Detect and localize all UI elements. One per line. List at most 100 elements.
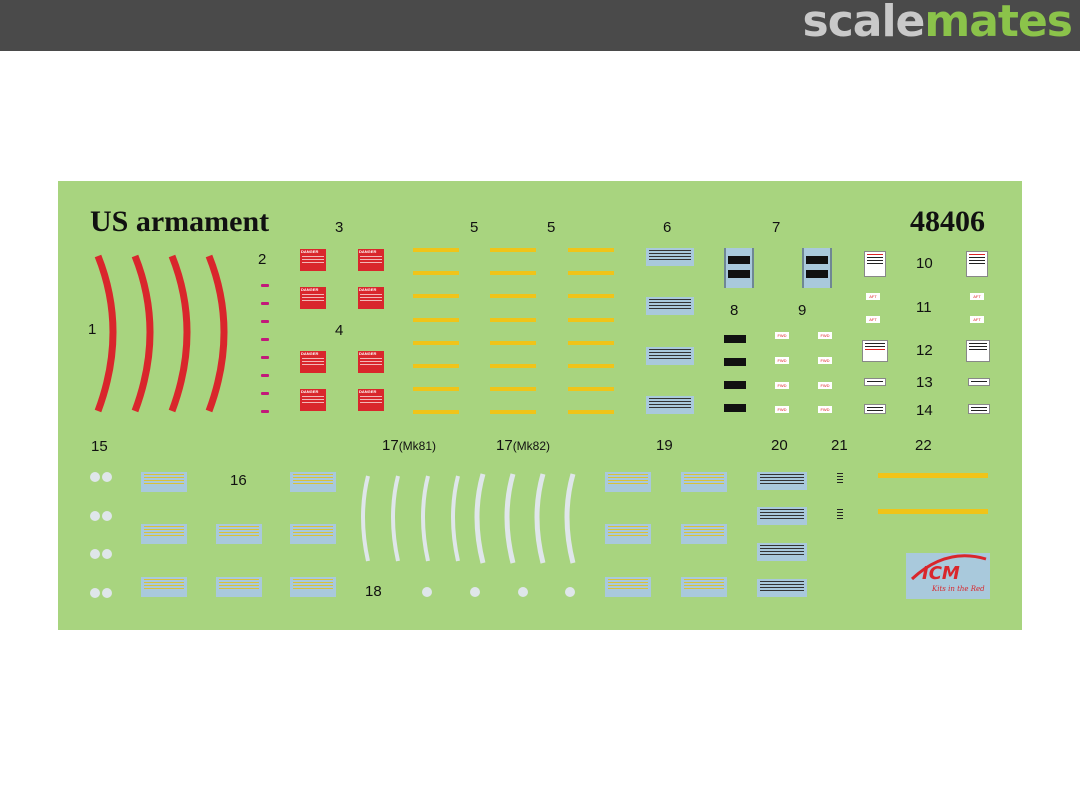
aft-tag: AFT bbox=[866, 316, 880, 323]
gray-band bbox=[451, 475, 460, 562]
text-placard bbox=[757, 472, 807, 490]
yellow-band bbox=[490, 248, 536, 252]
label-2: 2 bbox=[258, 251, 267, 268]
stencil-placard bbox=[605, 524, 651, 544]
label-10: 10 bbox=[916, 255, 933, 272]
label-6: 6 bbox=[663, 219, 672, 236]
label-5b: 5 bbox=[547, 219, 556, 236]
danger-placard: DANGER bbox=[358, 351, 384, 373]
black-stripe bbox=[724, 381, 746, 389]
round-decal bbox=[102, 511, 112, 521]
yellow-band bbox=[413, 387, 459, 392]
aft-tag: AFT bbox=[970, 316, 984, 323]
black-stripe bbox=[724, 335, 746, 343]
yellow-band bbox=[413, 271, 459, 276]
text-placard bbox=[646, 248, 694, 266]
scalemates-logo[interactable]: scalemates bbox=[802, 0, 1073, 47]
pink-tick bbox=[261, 302, 269, 305]
red-stripe bbox=[131, 254, 154, 413]
round-decal bbox=[422, 587, 432, 597]
mini-placard bbox=[862, 340, 888, 362]
red-stripe bbox=[205, 254, 228, 413]
red-stripe bbox=[168, 254, 191, 413]
text-placard bbox=[757, 543, 807, 561]
stencil-placard bbox=[141, 472, 187, 492]
mini-placard bbox=[966, 340, 990, 362]
round-decal bbox=[470, 587, 480, 597]
decal-sheet: US armament 48406 1 2 3 4 5 5 6 7 8 9 10… bbox=[58, 181, 1022, 630]
mini-placard bbox=[968, 378, 990, 386]
danger-placard: DANGER bbox=[300, 351, 326, 373]
black-stripe bbox=[724, 358, 746, 366]
pink-tick bbox=[261, 374, 269, 377]
yellow-band bbox=[490, 294, 536, 299]
pink-tick bbox=[261, 410, 269, 413]
label-15: 15 bbox=[91, 438, 108, 455]
label-11: 11 bbox=[916, 299, 932, 316]
round-decal bbox=[102, 588, 112, 598]
tiny-stencil bbox=[835, 471, 845, 489]
text-placard bbox=[646, 396, 694, 414]
red-stripe-decals bbox=[94, 254, 228, 413]
pink-tick bbox=[261, 392, 269, 395]
label-1: 1 bbox=[88, 321, 97, 338]
pink-tick bbox=[261, 338, 269, 341]
header-bar: scalemates bbox=[0, 0, 1080, 51]
pink-tick bbox=[261, 356, 269, 359]
yellow-band bbox=[568, 410, 614, 415]
stencil-placard bbox=[216, 524, 262, 544]
round-decal bbox=[90, 549, 100, 559]
gray-band bbox=[421, 475, 430, 562]
gray-band bbox=[474, 473, 486, 564]
fwd-tag: FWD bbox=[818, 406, 832, 413]
icm-mark: ICM bbox=[922, 563, 960, 584]
gray-band bbox=[391, 475, 400, 562]
yellow-band bbox=[568, 248, 614, 252]
round-decal bbox=[90, 472, 100, 482]
yellow-band bbox=[490, 317, 536, 322]
label-18: 18 bbox=[365, 583, 382, 600]
label-19: 19 bbox=[656, 437, 673, 454]
stencil-placard bbox=[290, 524, 336, 544]
aft-tag: AFT bbox=[970, 293, 984, 300]
label-14: 14 bbox=[916, 402, 933, 419]
yellow-band bbox=[490, 387, 536, 392]
text-placard bbox=[646, 347, 694, 365]
black-stripe bbox=[724, 404, 746, 412]
yellow-band bbox=[413, 340, 459, 345]
fwd-tag: FWD bbox=[775, 406, 789, 413]
danger-placard: DANGER bbox=[358, 287, 384, 309]
stencil-placard bbox=[290, 577, 336, 597]
round-decal bbox=[102, 472, 112, 482]
label-12: 12 bbox=[916, 342, 933, 359]
round-decal bbox=[90, 588, 100, 598]
red-stripe bbox=[94, 254, 117, 413]
gray-band bbox=[534, 473, 546, 564]
text-placard bbox=[757, 507, 807, 525]
tiny-stencil bbox=[835, 507, 845, 525]
fwd-tag: FWD bbox=[775, 382, 789, 389]
yellow-band bbox=[413, 248, 459, 252]
yellow-band bbox=[568, 317, 614, 322]
label-5a: 5 bbox=[470, 219, 479, 236]
icm-logo: ICM Kits in the Red bbox=[906, 553, 990, 599]
fwd-tag: FWD bbox=[818, 357, 832, 364]
stencil-placard bbox=[605, 577, 651, 597]
stencil-gauge bbox=[802, 248, 832, 288]
label-4: 4 bbox=[335, 322, 344, 339]
mini-placard bbox=[864, 378, 886, 386]
danger-placard: DANGER bbox=[358, 389, 384, 411]
label-17-mk81: 17(Mk81) bbox=[382, 437, 437, 454]
round-decal bbox=[565, 587, 575, 597]
mini-placard bbox=[864, 251, 886, 277]
round-decal bbox=[90, 511, 100, 521]
stencil-placard bbox=[290, 472, 336, 492]
stencil-gauge bbox=[724, 248, 754, 288]
yellow-band bbox=[413, 410, 459, 415]
yellow-long-band bbox=[878, 509, 988, 514]
danger-placard: DANGER bbox=[300, 287, 326, 309]
yellow-band bbox=[413, 294, 459, 299]
gray-band bbox=[504, 473, 516, 564]
label-17-mk82: 17(Mk82) bbox=[496, 437, 551, 454]
yellow-band bbox=[490, 364, 536, 368]
